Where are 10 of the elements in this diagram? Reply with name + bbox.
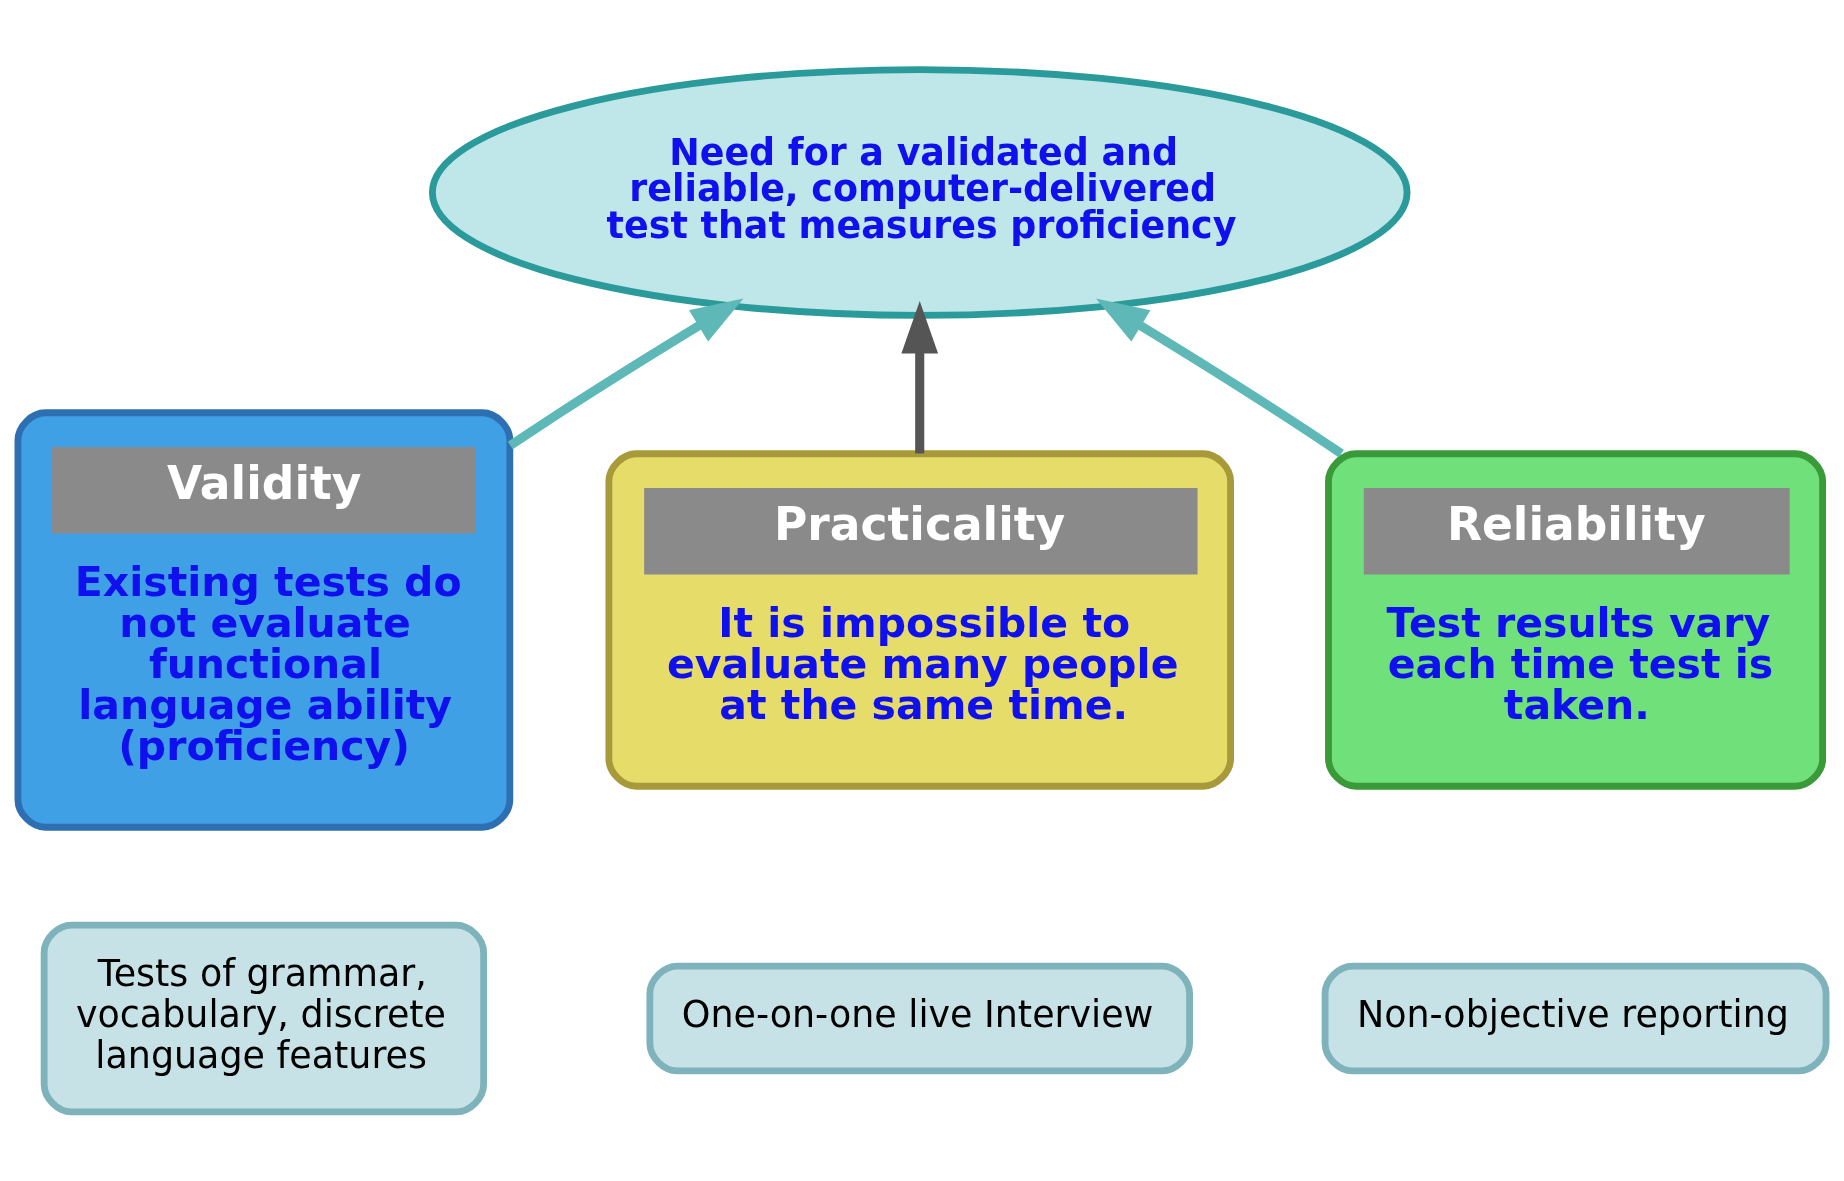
arrow <box>507 298 744 449</box>
node-box: Tests of grammar, vocabulary, discrete language features <box>40 921 488 1115</box>
arrow <box>1096 298 1344 457</box>
node-box: Reliability Test results vary each time test is taken. <box>1325 449 1827 790</box>
node-box: Validity Existing tests do not evaluate functional language ability (proficiency) <box>14 408 514 831</box>
node-ellipse: Need for a validated and reliable, computer-delivered test that measures proficiency <box>428 65 1411 319</box>
node-box: One-on-one live Interview <box>646 962 1193 1074</box>
node-box: Practicality It is impossible to evaluate many people at the same time. <box>605 449 1234 790</box>
node-box: Non-objective reporting <box>1321 962 1830 1074</box>
arrow <box>901 300 939 454</box>
